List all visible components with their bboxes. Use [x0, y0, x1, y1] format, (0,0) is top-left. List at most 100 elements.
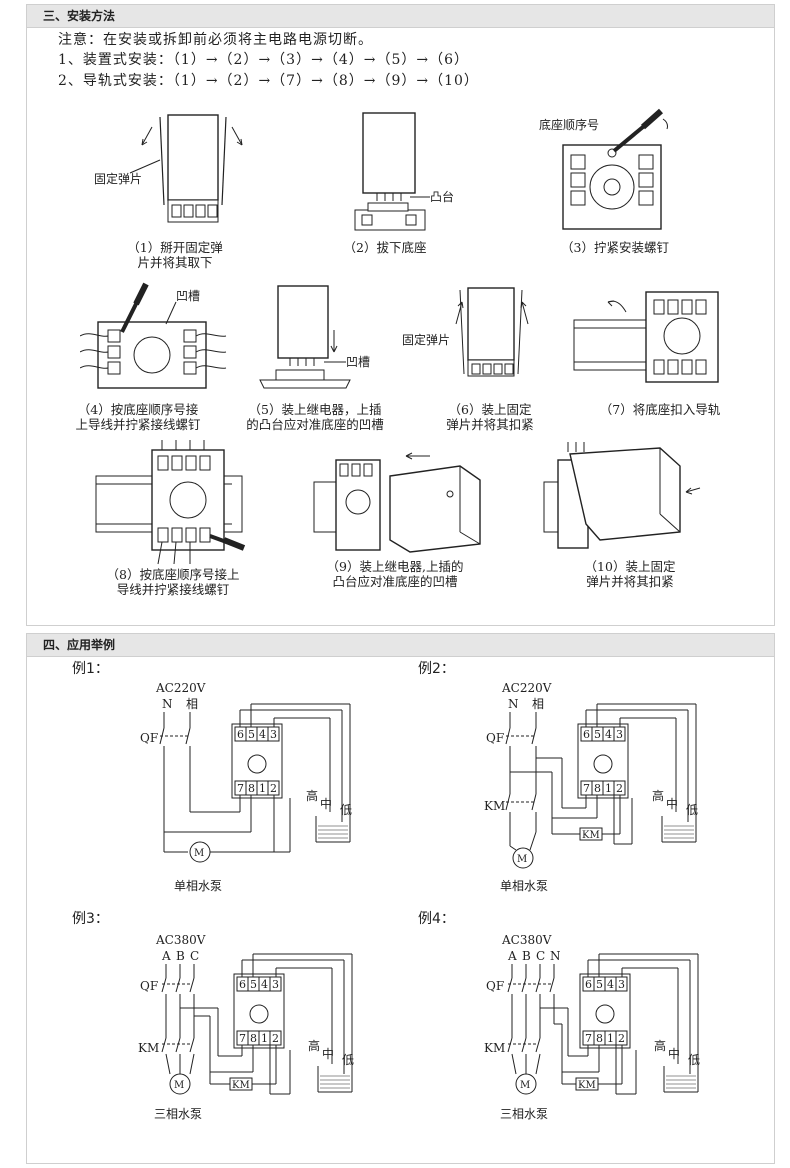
svg-text:中: 中	[322, 1046, 334, 1061]
svg-text:2: 2	[272, 1032, 279, 1045]
svg-text:3: 3	[616, 728, 623, 741]
example4-label: 例4：	[418, 911, 455, 927]
svg-text:相: 相	[186, 697, 198, 711]
svg-text:8: 8	[250, 1032, 257, 1045]
svg-text:1: 1	[261, 1032, 268, 1045]
example3-coil: KM	[232, 1080, 250, 1091]
svg-text:4: 4	[605, 728, 612, 741]
svg-text:2: 2	[270, 782, 277, 795]
svg-text:A: A	[161, 949, 171, 963]
example4-diagram: AC380V A B C N QF KM M 6 5 4 3 7 8 1 2 K…	[484, 934, 700, 1121]
install-section-title: 三、安装方法	[27, 5, 774, 28]
step10-caption: （10）装上固定弹片并将其扣紧	[584, 559, 676, 589]
svg-text:高: 高	[654, 1038, 666, 1053]
step2-caption: （2）拔下底座	[343, 240, 427, 255]
svg-text:N: N	[550, 949, 561, 963]
step4-caption: （4）按底座顺序号接上导线并拧紧接线螺钉	[75, 402, 201, 432]
svg-text:1: 1	[259, 782, 266, 795]
example4-km: KM	[484, 1041, 505, 1055]
svg-text:M: M	[517, 854, 527, 865]
example4-coil: KM	[578, 1080, 596, 1091]
svg-text:3: 3	[618, 978, 625, 991]
example3-qf: QF	[140, 979, 158, 993]
svg-text:高: 高	[652, 788, 664, 803]
step9-illustration	[313, 452, 481, 553]
svg-text:7: 7	[239, 1032, 246, 1045]
install-note: 注意：在安装或拆卸前必须将主电路电源切断。	[58, 32, 373, 48]
svg-text:7: 7	[585, 1032, 592, 1045]
example3-km: KM	[138, 1041, 159, 1055]
example1-diagram: AC220V N 相 QF M 6 5 4 3 7 8 1 2 高 中 低	[140, 682, 352, 892]
svg-text:N: N	[508, 697, 519, 711]
step1-label: 固定弹片	[94, 171, 142, 186]
install-panel: 三、安装方法	[26, 4, 775, 626]
svg-text:5: 5	[596, 978, 603, 991]
svg-text:低: 低	[340, 803, 352, 817]
example2-diagram: AC220V N 相 QF KM M 6 5 4 3 7 8 1 2 KM	[484, 682, 698, 892]
example2-pump: 单相水泵	[500, 879, 548, 892]
svg-text:5: 5	[248, 728, 255, 741]
example4-supply: AC380V	[501, 934, 552, 947]
svg-text:8: 8	[594, 782, 601, 795]
step6-label: 固定弹片	[402, 332, 450, 347]
svg-text:高: 高	[306, 788, 318, 803]
application-panel: 四、应用举例	[26, 633, 775, 1164]
step9-caption: （9）装上继电器,上插的凸台应对准底座的凹槽	[326, 559, 464, 589]
svg-text:4: 4	[259, 728, 266, 741]
svg-text:2: 2	[618, 1032, 625, 1045]
svg-text:低: 低	[342, 1053, 354, 1067]
step3-caption: （3）拧紧安装螺钉	[561, 240, 669, 255]
step1-caption: （1）掰开固定弹片并将其取下	[127, 240, 223, 270]
step3-label: 底座顺序号	[539, 117, 599, 132]
example1-supply: AC220V	[155, 682, 206, 695]
svg-text:4: 4	[261, 978, 268, 991]
step6-illustration: 固定弹片	[402, 287, 529, 377]
step5-label: 凹槽	[346, 355, 370, 369]
svg-text:中: 中	[668, 1046, 680, 1061]
svg-text:7: 7	[237, 782, 244, 795]
svg-text:M: M	[174, 1080, 184, 1091]
svg-text:高: 高	[308, 1038, 320, 1053]
example3-pump: 三相水泵	[154, 1107, 202, 1121]
svg-text:B: B	[176, 949, 185, 963]
svg-text:8: 8	[248, 782, 255, 795]
svg-text:低: 低	[686, 803, 698, 817]
svg-text:B: B	[522, 949, 531, 963]
example2-qf: QF	[486, 731, 504, 745]
svg-text:中: 中	[666, 796, 678, 811]
step4-illustration: 凹槽	[80, 282, 227, 389]
example2-supply: AC220V	[501, 682, 552, 695]
svg-text:N: N	[162, 697, 173, 711]
step2-illustration: 凸台	[354, 112, 454, 231]
svg-text:6: 6	[239, 978, 246, 991]
svg-text:4: 4	[607, 978, 614, 991]
motor-icon: M	[194, 848, 204, 859]
svg-text:C: C	[536, 949, 545, 963]
step1-illustration: 固定弹片	[94, 114, 243, 223]
step4-label: 凹槽	[176, 289, 200, 303]
example3-label: 例3：	[72, 911, 109, 927]
svg-text:1: 1	[607, 1032, 614, 1045]
step7-illustration	[573, 291, 719, 383]
step5-caption: （5）装上继电器，上插的凸台应对准底座的凹槽	[246, 402, 384, 432]
example1-qf: QF	[140, 731, 158, 745]
svg-text:M: M	[520, 1080, 530, 1091]
install-sequence-panel: 1、装置式安装：（1）→（2）→（3）→（4）→（5）→（6）	[58, 52, 470, 68]
example3-supply: AC380V	[155, 934, 206, 947]
application-section-title: 四、应用举例	[27, 634, 774, 657]
example4-qf: QF	[486, 979, 504, 993]
svg-text:6: 6	[237, 728, 244, 741]
svg-text:相: 相	[532, 697, 544, 711]
step5-illustration: 凹槽	[259, 285, 370, 389]
svg-text:3: 3	[272, 978, 279, 991]
svg-text:6: 6	[583, 728, 590, 741]
example1-label: 例1：	[72, 661, 109, 677]
example2-coil: KM	[582, 830, 600, 841]
example1-pump: 单相水泵	[174, 879, 222, 892]
svg-text:2: 2	[616, 782, 623, 795]
svg-text:6: 6	[585, 978, 592, 991]
svg-text:8: 8	[596, 1032, 603, 1045]
example4-pump: 三相水泵	[500, 1107, 548, 1121]
example3-diagram: AC380V A B C QF KM M 6 5 4 3 7 8 1 2 KM	[138, 934, 354, 1121]
step10-illustration	[543, 442, 701, 549]
